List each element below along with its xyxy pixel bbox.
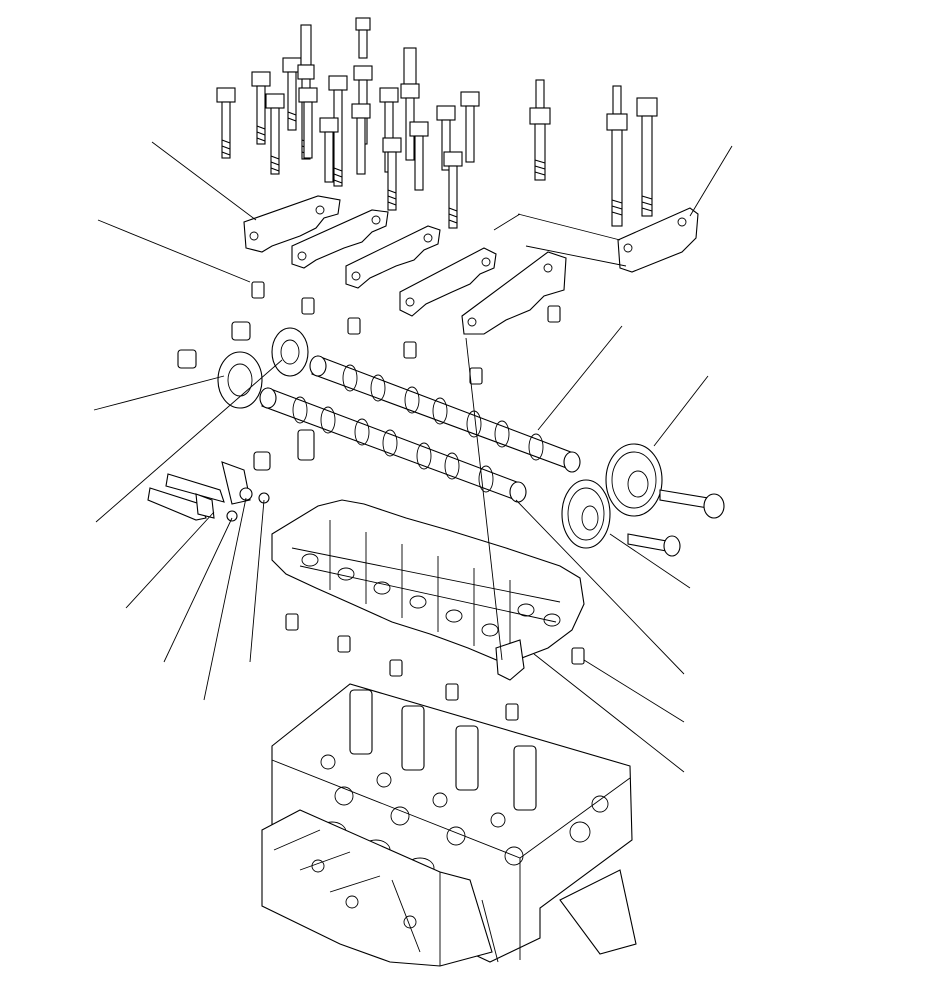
sealing-bolt — [253, 451, 271, 471]
valve-spring-column — [401, 705, 425, 771]
dowel-pin — [403, 341, 417, 359]
dowel-pin — [389, 659, 403, 677]
dowel-pin — [337, 635, 351, 653]
cam-holder-3 — [345, 225, 441, 289]
engine-block — [261, 809, 637, 967]
cam-holders — [243, 195, 699, 335]
leader-lines — [93, 141, 733, 963]
cam-holder-4 — [399, 247, 497, 317]
cam-holder-2 — [291, 209, 389, 269]
bolt — [636, 97, 658, 217]
intake-camshaft — [309, 355, 581, 473]
dowel-pin — [469, 367, 483, 385]
rocker-shaft-bracket — [495, 639, 525, 681]
cam-holder-1 — [243, 195, 341, 253]
dowel-pin — [301, 297, 315, 315]
dowel-pin — [445, 683, 459, 701]
valve-spring-column — [513, 745, 537, 811]
valve-spring-column — [455, 725, 479, 791]
bolt — [436, 105, 456, 171]
bolt — [282, 57, 302, 131]
bolt — [216, 87, 236, 159]
bolt — [298, 87, 318, 159]
dowel-pins — [251, 281, 585, 721]
vtc-oil-control-parts — [147, 461, 270, 522]
dowel-pin — [505, 703, 519, 721]
dowel-pin — [347, 317, 361, 335]
cam-sprocket-left-pair — [217, 327, 309, 409]
engine-block-side — [559, 869, 637, 955]
bolt — [529, 79, 551, 181]
bolt — [351, 103, 371, 175]
cam-holder-5 — [461, 251, 567, 335]
bolt — [460, 91, 480, 163]
sprocket-bolts — [627, 489, 725, 557]
sprocket-bolt-head — [703, 493, 725, 519]
sealing-bolts — [177, 321, 315, 471]
exhaust-cam-sprocket — [561, 479, 611, 549]
bolt — [355, 17, 371, 59]
vtc-actuator-sprocket — [605, 443, 663, 517]
valve-spring-column — [349, 689, 373, 755]
bolt — [319, 117, 339, 183]
assembly-guide-lines — [493, 213, 627, 267]
bolt — [409, 121, 429, 191]
rocker-arm-assembly — [271, 499, 585, 681]
sealing-bolt — [177, 349, 197, 369]
dowel-pin — [251, 281, 265, 299]
sprocket-bolt — [659, 489, 709, 509]
sealing-bolt — [231, 321, 251, 341]
cam-holder-bolts — [216, 17, 658, 229]
dowel-pin — [571, 647, 585, 665]
dowel-pin — [285, 613, 299, 631]
bolt — [606, 85, 628, 227]
sealing-bolt — [297, 429, 315, 461]
cam-holder-end-bracket — [617, 207, 699, 273]
sprocket-bolt-head — [663, 535, 681, 557]
bolt — [382, 137, 402, 211]
bolt — [251, 71, 271, 145]
dowel-pin — [547, 305, 561, 323]
bolt — [265, 93, 285, 175]
bolt — [328, 75, 348, 187]
bolt — [443, 151, 463, 229]
